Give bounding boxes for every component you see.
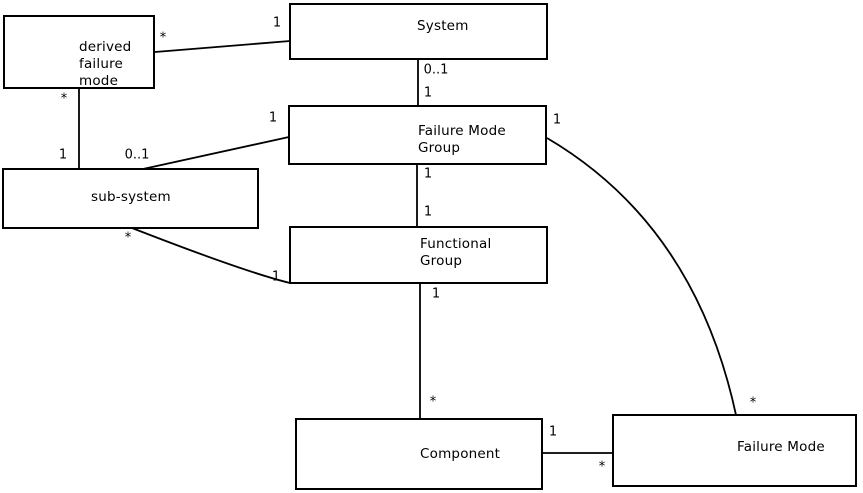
- entity-label-system: System: [417, 18, 469, 35]
- entity-label-sub-system: sub-system: [91, 189, 171, 206]
- multiplicity-fmg-fg-target: 1: [423, 204, 433, 220]
- entity-label-line: Functional: [420, 236, 492, 252]
- entity-label-line: Failure Mode: [418, 123, 506, 139]
- entity-box-component: [295, 418, 543, 490]
- entity-box-sub-system: [2, 168, 259, 229]
- entity-label-functional-group: Functional Group: [420, 236, 491, 270]
- multiplicity-dfm-subsystem-source: *: [60, 91, 68, 107]
- multiplicity-system-fmg-target: 1: [423, 85, 433, 101]
- multiplicity-fmg-fm-target: *: [749, 395, 757, 411]
- entity-box-system: [289, 3, 548, 60]
- entity-label-line: System: [417, 18, 469, 34]
- entity-label-line: Component: [420, 446, 501, 462]
- entity-box-functional-group: [289, 226, 548, 284]
- multiplicity-subsystem-fg-target: 1: [271, 269, 281, 285]
- multiplicity-fmg-fg-source: 1: [423, 166, 433, 182]
- multiplicity-subsystem-fmg-source: 0..1: [124, 147, 150, 163]
- multiplicity-subsystem-fmg-target: 1: [268, 110, 278, 126]
- entity-label-line: Group: [420, 253, 463, 269]
- association-line-subsystem-fmg: [142, 136, 290, 170]
- entity-label-failure-mode-group: Failure Mode Group: [418, 123, 506, 157]
- multiplicity-component-fm-source: 1: [548, 424, 558, 440]
- multiplicity-dfm-system-source: *: [159, 30, 167, 46]
- entity-box-failure-mode: [612, 414, 857, 487]
- multiplicity-fg-component-target: *: [429, 394, 437, 410]
- association-line-fmg-fm: [546, 137, 737, 416]
- multiplicity-dfm-system-target: 1: [272, 15, 282, 31]
- entity-label-failure-mode: Failure Mode: [737, 439, 825, 456]
- entity-label-line: mode: [79, 73, 119, 89]
- entity-box-failure-mode-group: [288, 105, 547, 165]
- entity-label-derived-failure-mode: derived failure mode: [79, 39, 131, 90]
- multiplicity-component-fm-target: *: [598, 459, 606, 475]
- entity-label-line: derived: [79, 39, 132, 55]
- multiplicity-subsystem-fg-source: *: [124, 230, 132, 246]
- entity-label-line: Failure Mode: [737, 439, 825, 455]
- multiplicity-system-fmg-source: 0..1: [423, 62, 449, 78]
- entity-label-line: Group: [418, 140, 461, 156]
- entity-label-line: sub-system: [91, 189, 171, 205]
- association-line-dfm-system: [154, 40, 291, 53]
- entity-label-line: failure: [79, 56, 124, 72]
- multiplicity-fmg-fm-source: 1: [552, 112, 562, 128]
- multiplicity-dfm-subsystem-target: 1: [58, 147, 68, 163]
- entity-label-component: Component: [420, 446, 500, 463]
- entity-box-derived-failure-mode: [3, 15, 155, 89]
- association-line-subsystem-fg: [131, 227, 291, 284]
- multiplicity-fg-component-source: 1: [431, 286, 441, 302]
